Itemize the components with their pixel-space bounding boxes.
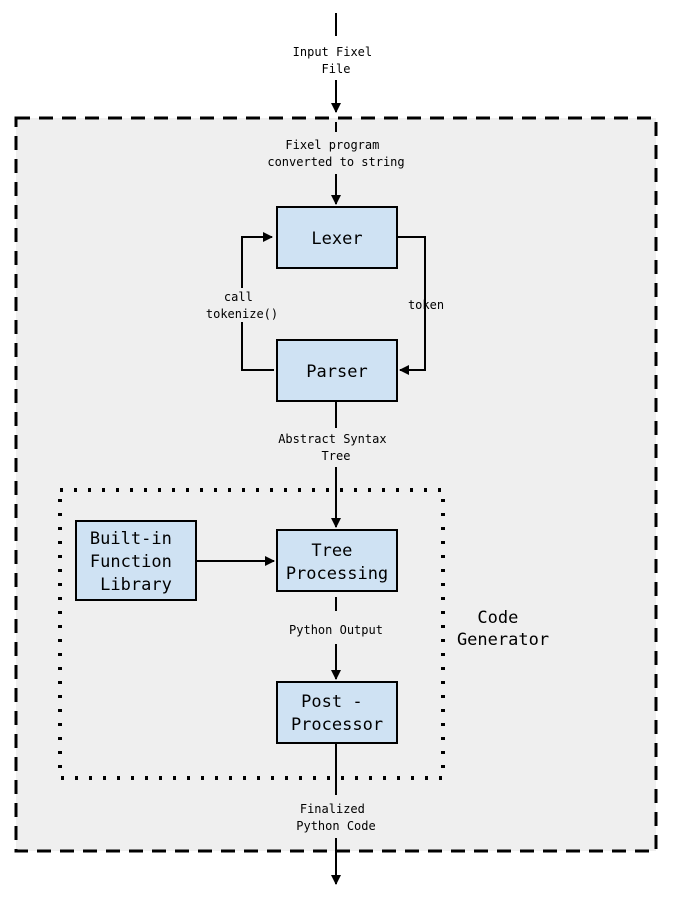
token-label: token [408, 298, 444, 312]
post-processor-label: Post - Processor [291, 692, 383, 735]
builtin-library-label-line-3: Library [100, 575, 172, 595]
builtin-library-label: Built-in Function Library [90, 529, 182, 595]
input-label-line-1: Input Fixel [293, 45, 372, 59]
code-generator-label-line-1: Code [477, 608, 518, 628]
parser-label-line-1: Parser [306, 362, 367, 382]
builtin-library-label-line-1: Built-in [90, 529, 172, 549]
python-output-label: Python Output [289, 623, 383, 637]
parser-box [276, 339, 398, 402]
finalized-label: Finalized Python Code [296, 802, 375, 833]
ast-label-line-2: Tree [322, 449, 351, 463]
python-output-label-line-1: Python Output [289, 623, 383, 637]
call-tokenize-label-line-2: tokenize() [206, 307, 278, 321]
tree-processing-label-line-1: Tree [311, 541, 352, 561]
code-generator-label: Code Generator [457, 608, 549, 650]
builtin-library-box [75, 520, 197, 601]
ast-label-line-1: Abstract Syntax [278, 432, 386, 446]
converted-label-line-1: Fixel program [285, 138, 379, 152]
input-label: Input Fixel File [293, 45, 380, 76]
token-arrow [397, 236, 426, 375]
lexer-box [276, 206, 398, 269]
ast-label: Abstract Syntax Tree [278, 432, 394, 463]
tree-processing-label-line-2: Processing [286, 564, 388, 584]
finalized-label-line-2: Python Code [296, 819, 375, 833]
tree-processing-label: Tree Processing [286, 541, 388, 584]
call-tokenize-label: call tokenize() [206, 290, 278, 321]
lexer-label: Lexer [311, 229, 362, 249]
input-label-line-2: File [322, 62, 351, 76]
post-processor-box [276, 681, 398, 744]
converted-label: Fixel program converted to string [267, 138, 404, 169]
converted-label-line-2: converted to string [267, 155, 404, 169]
code-generator-label-line-2: Generator [457, 630, 549, 650]
tree-processing-box [276, 529, 398, 592]
token-label-line-1: token [408, 298, 444, 312]
parser-label: Parser [306, 362, 367, 382]
lexer-label-line-1: Lexer [311, 229, 362, 249]
finalized-label-line-1: Finalized [300, 802, 365, 816]
post-processor-label-line-2: Processor [291, 715, 383, 735]
post-processor-label-line-1: Post - [301, 692, 362, 712]
call-tokenize-label-line-1: call [224, 290, 253, 304]
call-tokenize-label-bg [202, 288, 282, 322]
builtin-library-label-line-2: Function [90, 552, 172, 572]
